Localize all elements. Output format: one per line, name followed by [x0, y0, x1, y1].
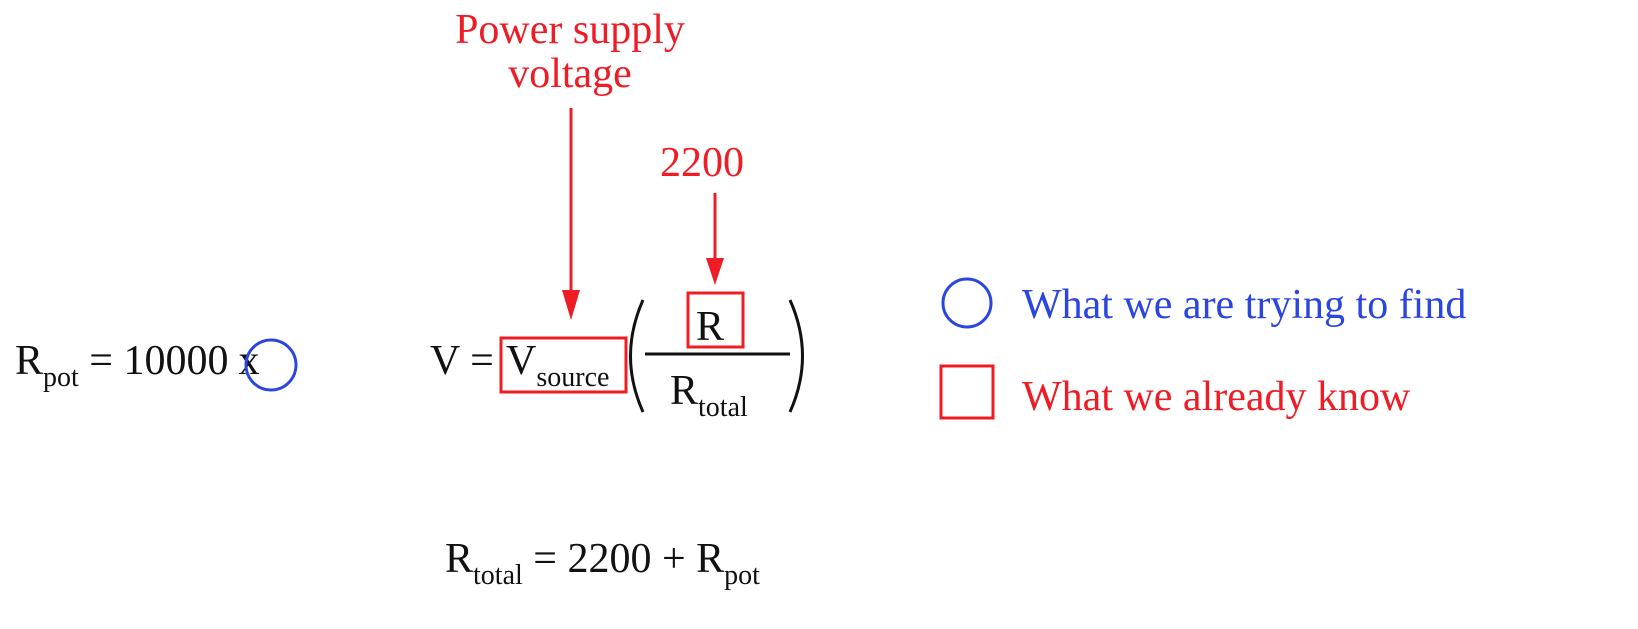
- vsource-term: Vsource: [506, 338, 609, 392]
- rpot-subscript: pot: [724, 560, 760, 591]
- r-value-arrow-head: [706, 258, 724, 285]
- rpot-symbol: R: [15, 338, 44, 384]
- rtotal-symbol: R: [445, 536, 474, 582]
- eq-divider-lhs: V =: [430, 340, 494, 382]
- eq-rtotal: Rtotal = 2200 + Rpot: [445, 536, 760, 590]
- known-box-r: [686, 291, 745, 349]
- unknown-circle-marker: [244, 338, 298, 392]
- r-value-label: 2200: [660, 140, 744, 186]
- legend-square-icon: [939, 364, 995, 420]
- coefficient: 10000: [123, 338, 229, 384]
- known-box-vsource: [499, 336, 628, 394]
- rtotal-subscript: total: [698, 392, 748, 423]
- numerator-r: R: [696, 304, 725, 350]
- power-supply-label: Power supply voltage: [445, 8, 695, 96]
- unknown-x: x: [238, 338, 260, 384]
- equals-sign: =: [89, 338, 113, 384]
- v-symbol: V: [430, 338, 460, 384]
- vsource-subscript: source: [536, 362, 610, 393]
- rpot-subscript: pot: [43, 362, 79, 393]
- power-supply-line2: voltage: [508, 51, 632, 97]
- equals-sign: =: [470, 338, 494, 384]
- legend-unknown-label: What we are trying to find: [1022, 282, 1467, 328]
- open-paren: [629, 299, 645, 413]
- rtotal-rhs: = 2200 +: [533, 536, 697, 582]
- power-supply-line1: Power supply: [455, 7, 685, 53]
- close-paren: [788, 299, 804, 413]
- legend-circle-icon: [941, 277, 993, 329]
- power-supply-arrow-head: [562, 290, 580, 320]
- rpot-symbol: R: [696, 536, 725, 582]
- denominator-rtotal: Rtotal: [670, 368, 748, 422]
- rtotal-subscript: total: [473, 560, 523, 591]
- rtotal-symbol: R: [670, 368, 699, 414]
- legend-known-label: What we already know: [1022, 374, 1411, 420]
- vsource-symbol: V: [506, 338, 537, 384]
